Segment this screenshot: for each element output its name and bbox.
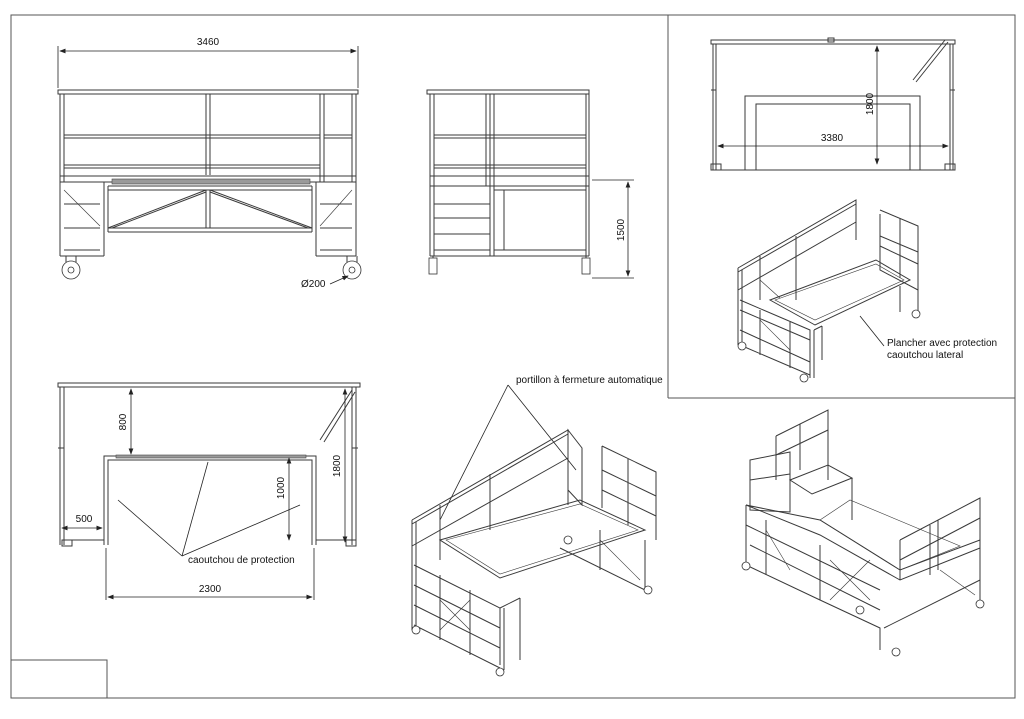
dim-3380: 3380: [821, 133, 844, 144]
dim-wheel: Ø200: [301, 279, 326, 290]
annotation-plancher-1: Plancher avec protection: [887, 338, 997, 349]
title-block: [10, 659, 108, 699]
dim-500: 500: [76, 514, 93, 525]
dim-1500: 1500: [616, 218, 627, 241]
top-view-small: 1800 3380: [710, 37, 956, 171]
dim-800: 800: [118, 413, 129, 430]
front-elevation: 3460: [57, 37, 362, 290]
annotation-caoutchou: caoutchou de protection: [188, 555, 295, 566]
dim-1000: 1000: [276, 476, 287, 499]
dim-2300: 2300: [199, 584, 222, 595]
iso-view-bottom-right: [741, 409, 985, 657]
iso-view-top-right: Plancher avec protection caoutchou later…: [737, 199, 997, 383]
dim-1800-plan: 1800: [332, 454, 343, 477]
dim-3460: 3460: [197, 37, 220, 48]
annotation-plancher-2: caoutchou lateral: [887, 350, 963, 361]
iso-view-bottom-middle: portillon à fermeture automatique: [411, 375, 663, 677]
plan-view: 800 1800 1000 500 2300 caoutchou de prot…: [57, 382, 361, 600]
annotation-portillon: portillon à fermeture automatique: [516, 375, 663, 386]
dim-1800-top: 1800: [865, 92, 876, 115]
side-elevation: 1500: [426, 89, 634, 279]
sheet-frame: [10, 14, 1016, 699]
